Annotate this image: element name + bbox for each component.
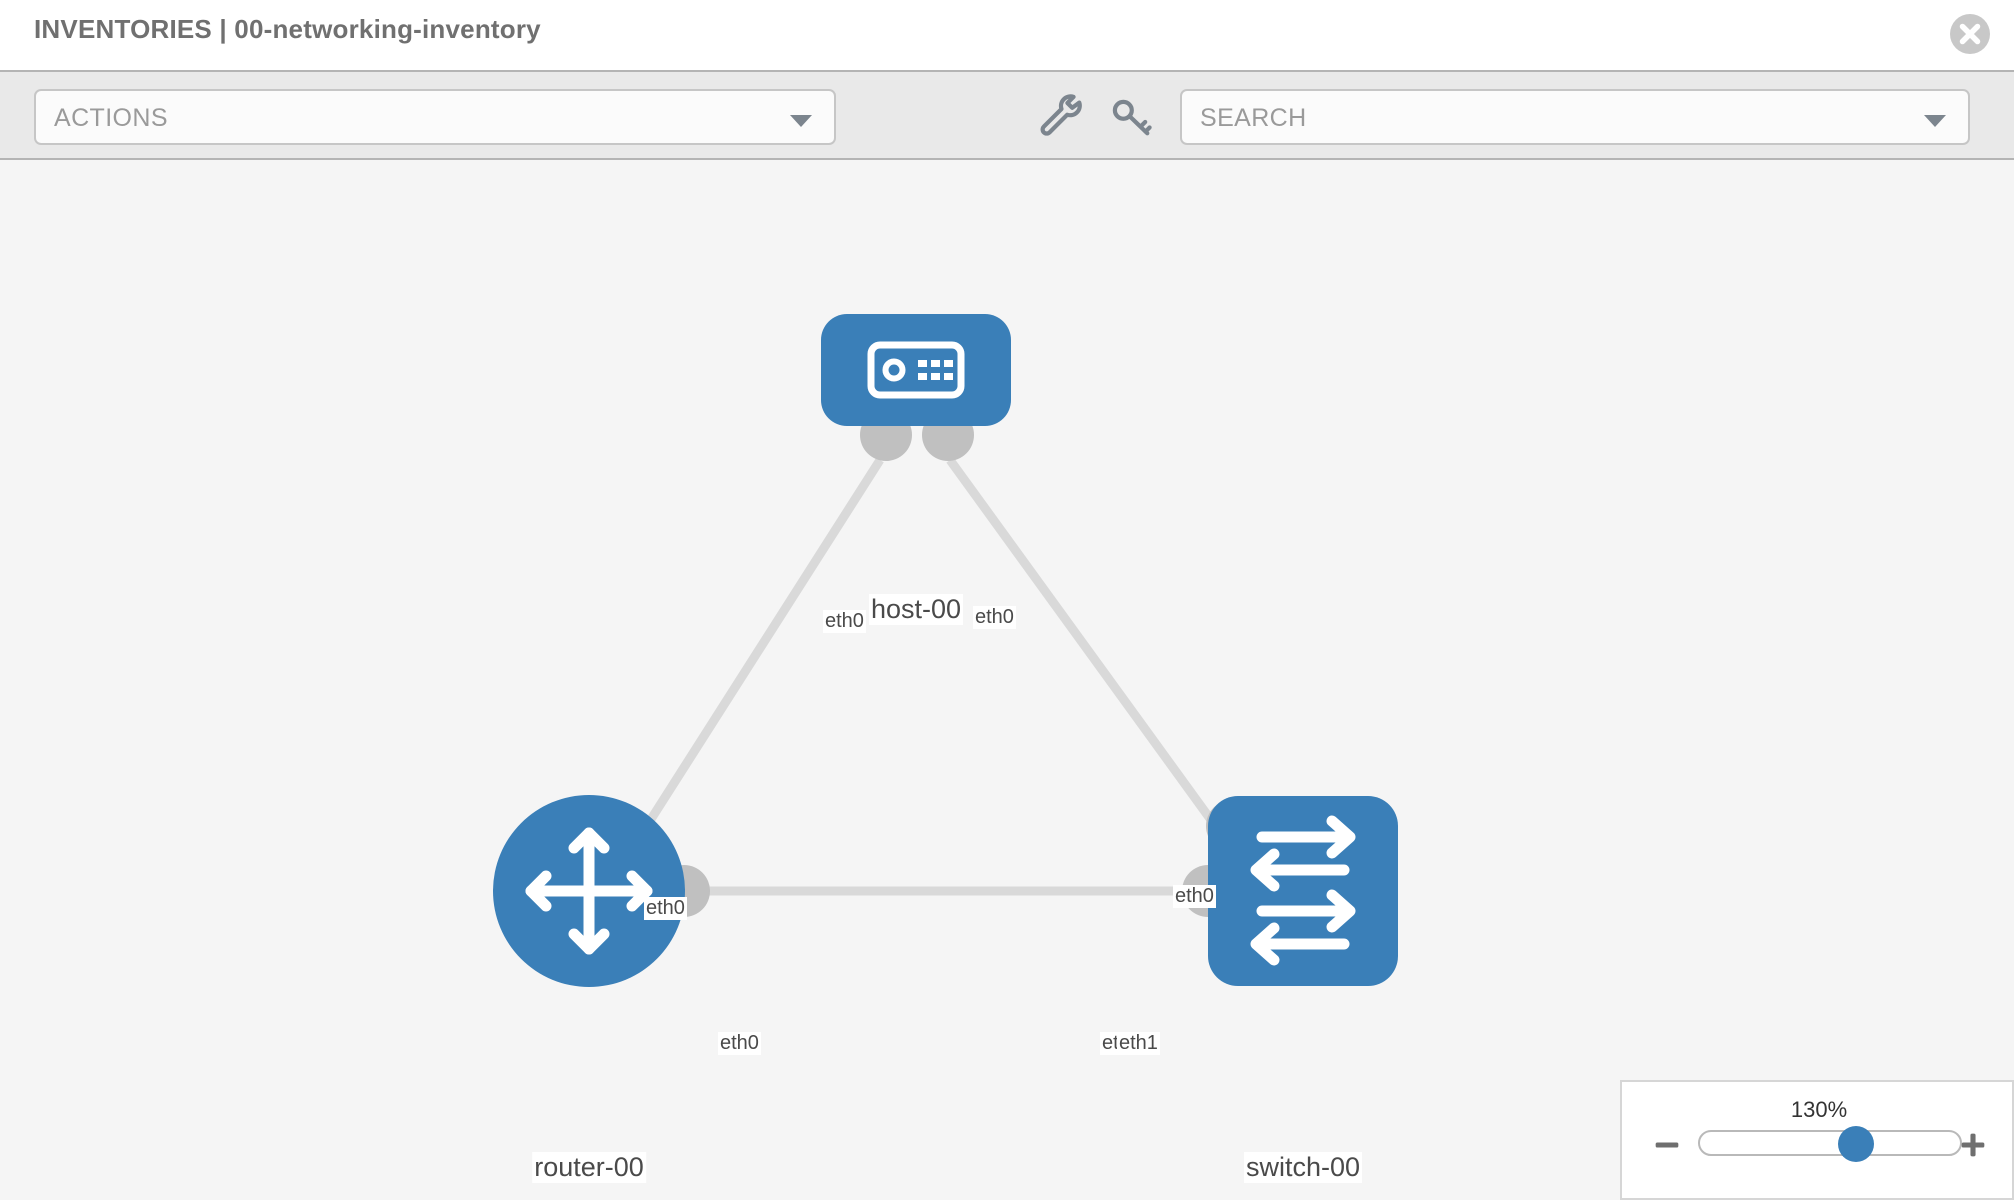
port-label-switch00-eth1: eth1 [1117, 1032, 1160, 1055]
link-host00-router00 [621, 457, 884, 863]
zoom-level-value: 130% [1790, 1097, 1848, 1122]
zoom-control-panel: 130% [1620, 1080, 2014, 1200]
node-label-host-00: host-00 [868, 594, 964, 625]
port-label-host00-eth0-left: eth0 [823, 610, 866, 633]
actions-dropdown[interactable]: ACTIONS [34, 89, 836, 145]
wrench-icon[interactable] [1040, 94, 1086, 140]
search-placeholder: SEARCH [1200, 104, 1307, 132]
topology-canvas[interactable]: host-00 router-00 switch-00 eth0 eth0 et… [0, 160, 2014, 1200]
switch-icon [1250, 815, 1356, 966]
node-label-switch-00: switch-00 [1243, 1152, 1363, 1183]
zoom-out-button[interactable] [1650, 1128, 1684, 1167]
topology-graph [493, 314, 1398, 987]
port-label-switch00-uplink-eth0: eth0 [1173, 885, 1216, 908]
page-header: INVENTORIES | 00-networking-inventory [0, 0, 2014, 70]
close-icon[interactable] [1950, 14, 1990, 54]
server-icon [867, 341, 965, 399]
search-input[interactable]: SEARCH [1180, 89, 1970, 145]
node-host-00 [821, 314, 1011, 426]
page-title: INVENTORIES | 00-networking-inventory [34, 14, 541, 44]
zoom-slider[interactable] [1698, 1126, 1962, 1162]
topology-links [621, 457, 1244, 896]
port-label-host00-eth0-right: eth0 [973, 606, 1016, 629]
search-chevron-down-icon[interactable] [1924, 115, 1946, 127]
chevron-down-icon [790, 115, 812, 127]
router-icon [525, 827, 653, 955]
port-label-router00-uplink-eth0: eth0 [644, 897, 687, 920]
key-icon[interactable] [1108, 94, 1154, 140]
actions-dropdown-label: ACTIONS [54, 104, 168, 132]
node-label-router-00: router-00 [532, 1152, 646, 1183]
node-switch-00 [1208, 796, 1398, 986]
node-router-00 [493, 795, 685, 987]
zoom-in-button[interactable] [1956, 1128, 1990, 1167]
port-label-router00-eth0: eth0 [718, 1032, 761, 1055]
link-host00-switch00 [946, 457, 1244, 863]
zoom-slider-thumb[interactable] [1838, 1126, 1874, 1162]
toolbar: ACTIONS SEARCH [0, 70, 2014, 160]
